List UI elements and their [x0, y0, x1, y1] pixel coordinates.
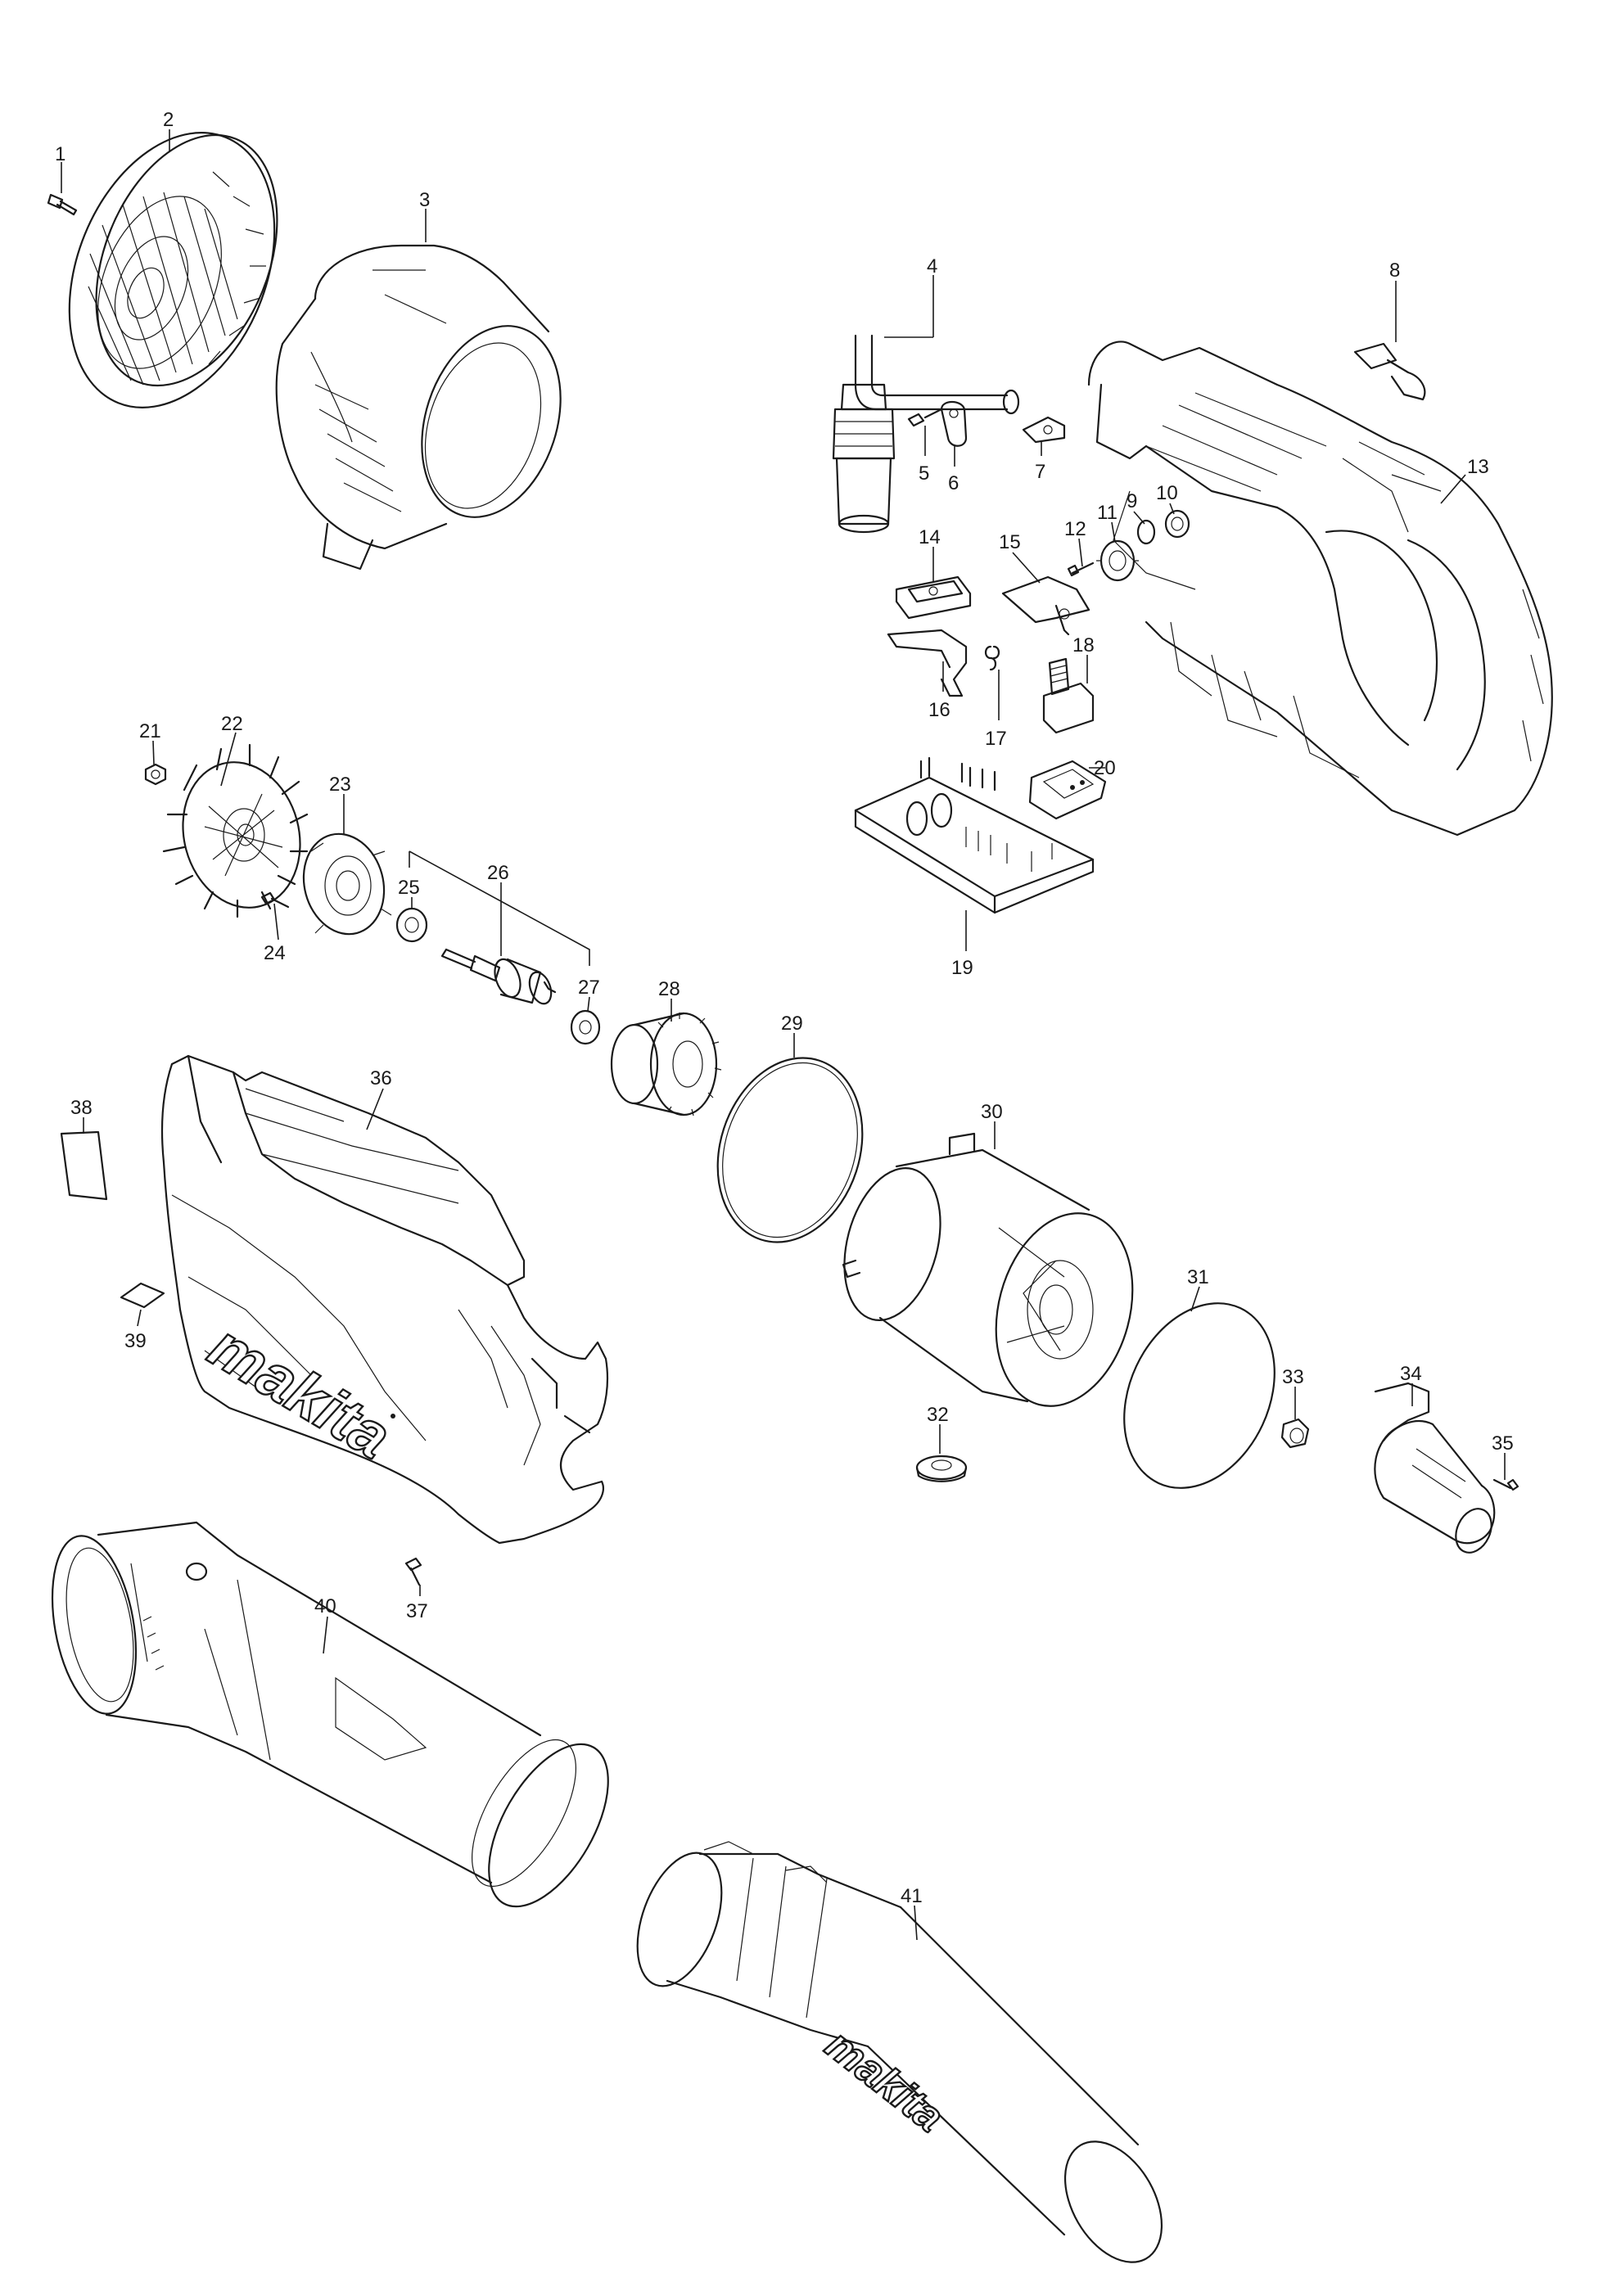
part-number-6: 6 [948, 472, 959, 494]
part-9-ring [1136, 519, 1156, 545]
part-8-lever [1353, 342, 1426, 401]
part-number-25: 25 [398, 877, 420, 899]
part-number-35: 35 [1492, 1432, 1514, 1455]
part-28-stator [610, 1012, 722, 1116]
part-number-18: 18 [1072, 634, 1095, 656]
part-33-cap [1280, 1418, 1310, 1449]
part-number-21: 21 [139, 720, 161, 742]
part-number-5: 5 [919, 462, 929, 485]
part-number-4: 4 [927, 255, 937, 277]
part-number-7: 7 [1035, 461, 1045, 483]
part-number-38: 38 [70, 1097, 93, 1119]
part-4-cord-plug [832, 334, 1020, 534]
part-number-36: 36 [370, 1067, 392, 1089]
part-11-bearing-holder [1096, 539, 1139, 582]
part-number-17: 17 [985, 728, 1007, 750]
part-number-12: 12 [1064, 518, 1086, 540]
part-number-1: 1 [55, 143, 65, 165]
part-22-fan [162, 743, 309, 918]
part-number-34: 34 [1400, 1363, 1422, 1385]
part-15-trigger [1001, 575, 1090, 636]
part-13-housing [1087, 341, 1553, 837]
part-38-label [60, 1130, 108, 1201]
part-number-10: 10 [1156, 482, 1178, 504]
part-30-motor-housing [842, 1132, 1134, 1407]
part-number-13: 13 [1467, 456, 1489, 478]
part-number-3: 3 [419, 189, 430, 211]
part-3-fan-housing [275, 244, 562, 571]
part-31-o-ring [1123, 1302, 1276, 1489]
part-32-grommet [915, 1455, 968, 1482]
part-7-holder [1022, 416, 1066, 444]
part-number-33: 33 [1282, 1366, 1304, 1388]
part-number-30: 30 [981, 1101, 1003, 1123]
part-18-terminal [1042, 657, 1095, 734]
part-number-31: 31 [1187, 1266, 1209, 1288]
part-21-nut [144, 763, 167, 786]
leader-lines [61, 129, 1506, 1941]
part-2-rear-cover [68, 132, 278, 408]
part-29-o-ring [716, 1057, 864, 1243]
part-34-nozzle [1374, 1382, 1496, 1554]
part-number-labels: 1 2 3 4 5 6 7 8 9 10 11 12 13 14 15 16 1… [55, 109, 1514, 1907]
part-23-baffle [302, 832, 392, 936]
part-17-spring [984, 645, 1000, 671]
part-37-screw [404, 1557, 422, 1586]
part-number-2: 2 [163, 109, 174, 131]
part-number-41: 41 [901, 1885, 923, 1907]
part-27-bearing [570, 1009, 601, 1045]
part-40-pipe [51, 1521, 609, 1908]
part-39-label [120, 1282, 165, 1309]
part-number-11: 11 [1097, 502, 1118, 524]
part-number-27: 27 [578, 977, 600, 999]
part-number-23: 23 [329, 774, 351, 796]
part-24-screw [260, 891, 290, 909]
part-number-39: 39 [124, 1330, 147, 1352]
part-10-washer [1164, 509, 1190, 539]
part-1-screw [47, 193, 78, 216]
part-20-panel [1028, 760, 1107, 820]
part-number-16: 16 [928, 699, 950, 721]
part-number-32: 32 [927, 1404, 949, 1426]
part-number-40: 40 [314, 1595, 336, 1617]
part-number-22: 22 [221, 713, 243, 735]
makita-logo-nozzle: makita [817, 2021, 953, 2141]
part-16-lock-lever [887, 629, 968, 697]
part-number-29: 29 [781, 1013, 803, 1035]
part-number-37: 37 [406, 1600, 428, 1622]
part-25-bearing [395, 907, 428, 943]
part-number-28: 28 [658, 978, 680, 1000]
part-number-19: 19 [951, 957, 973, 979]
part-number-14: 14 [919, 526, 941, 548]
part-number-9: 9 [1127, 490, 1137, 512]
part-number-26: 26 [487, 862, 509, 884]
makita-logo: makita [197, 1311, 402, 1473]
part-number-15: 15 [999, 531, 1021, 553]
part-26-rotor [440, 948, 557, 1005]
part-19-controller [854, 756, 1095, 914]
part-35-screw [1492, 1478, 1519, 1491]
part-number-20: 20 [1094, 757, 1116, 779]
part-5-screw [907, 408, 943, 427]
part-6-clamp [940, 400, 968, 447]
part-36-housing-logo: makita [160, 1054, 609, 1545]
part-14-switch [895, 575, 972, 620]
part-12-screw [1067, 562, 1095, 577]
part-number-24: 24 [264, 942, 286, 964]
part-number-8: 8 [1389, 259, 1400, 282]
